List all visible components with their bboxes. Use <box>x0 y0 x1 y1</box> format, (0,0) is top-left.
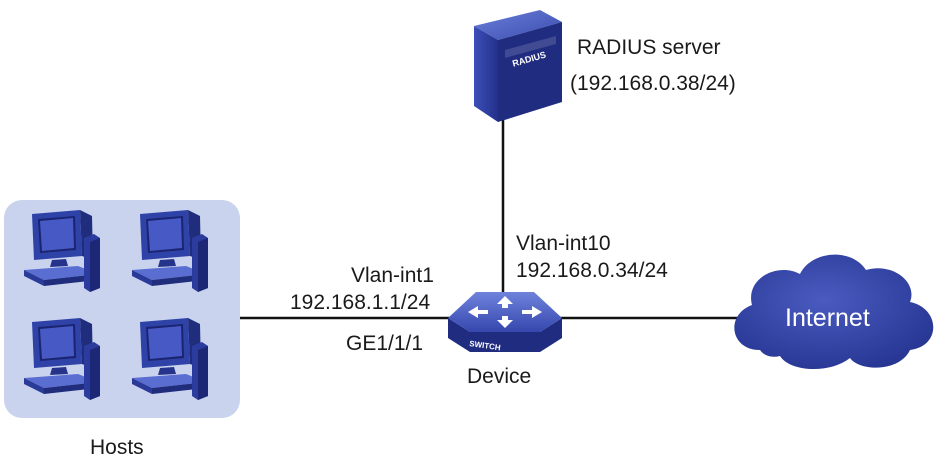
host-pc-icon <box>24 210 100 292</box>
internet-label: Internet <box>785 304 870 332</box>
switch-badge: SWITCH <box>469 339 502 352</box>
internet-cloud-icon <box>734 254 934 370</box>
hosts-group <box>4 200 240 418</box>
vlan1-label: Vlan-int1 <box>351 264 434 287</box>
radius-server-icon: RADIUS <box>474 10 562 122</box>
vlan10-label: Vlan-int10 <box>516 232 611 255</box>
radius-server-label: RADIUS server <box>577 36 721 59</box>
host-pc-icon <box>132 210 208 292</box>
hosts-label: Hosts <box>90 436 144 459</box>
device-label: Device <box>467 365 532 388</box>
radius-server-ip: (192.168.0.38/24) <box>570 72 736 95</box>
vlan10-ip: 192.168.0.34/24 <box>516 259 668 282</box>
host-pc-icon <box>132 318 208 400</box>
vlan1-ip: 192.168.1.1/24 <box>290 291 431 314</box>
port-label: GE1/1/1 <box>346 332 424 355</box>
host-pc-icon <box>24 318 100 400</box>
switch-icon: SWITCH <box>448 292 562 352</box>
